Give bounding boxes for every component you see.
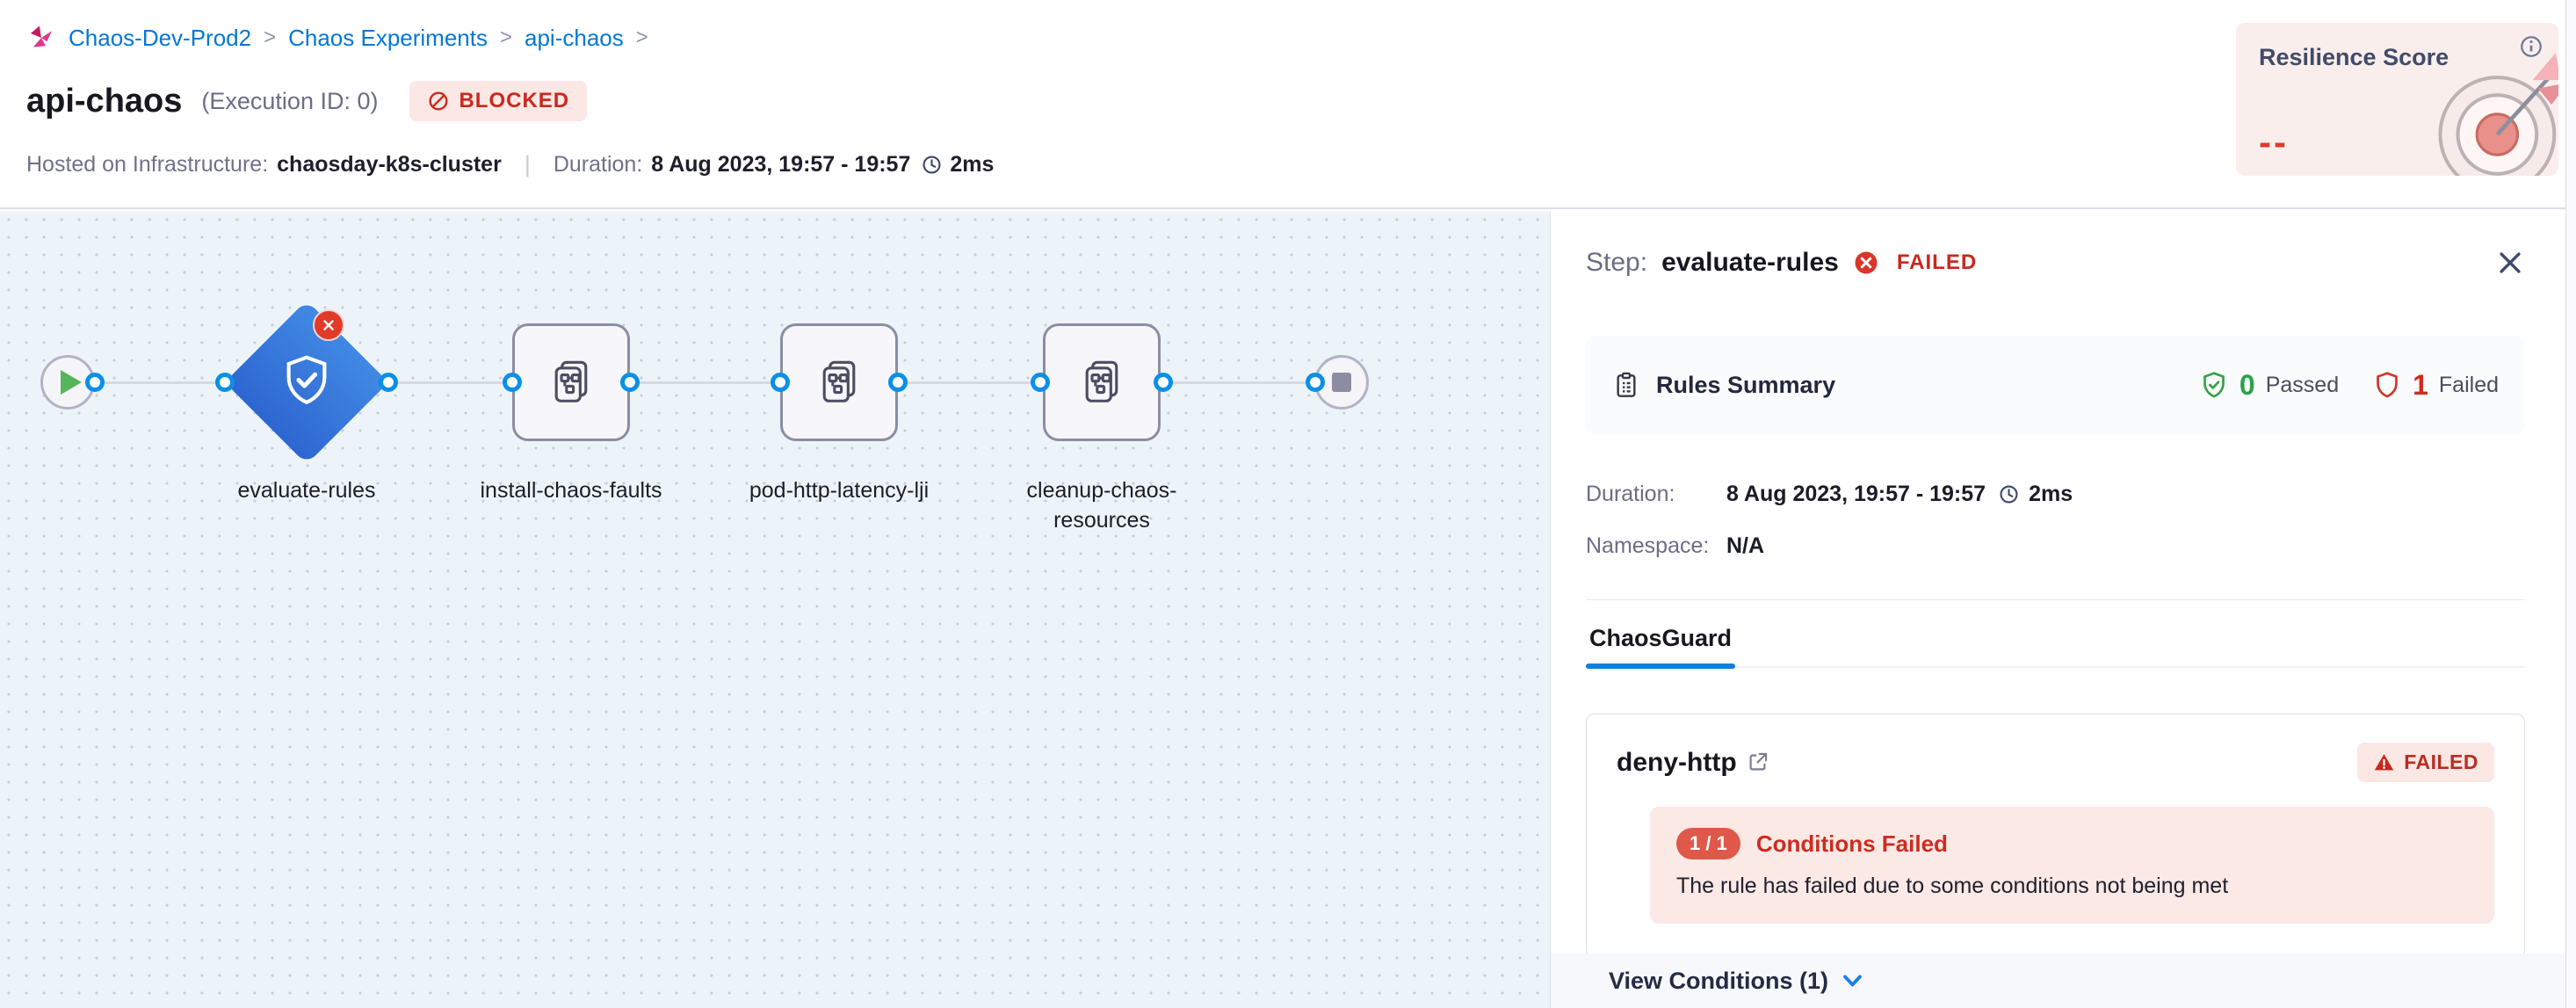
tab-chaosguard[interactable]: ChaosGuard xyxy=(1586,625,1736,669)
connector-port[interactable] xyxy=(771,373,790,392)
clock-icon xyxy=(921,154,943,176)
info-icon[interactable] xyxy=(2518,33,2544,64)
connector-port[interactable] xyxy=(215,373,235,392)
connector-port[interactable] xyxy=(379,373,398,392)
clipboard-icon xyxy=(1612,371,1640,399)
connector-port[interactable] xyxy=(620,373,640,392)
breadcrumb-experiment-link[interactable]: api-chaos xyxy=(525,24,624,51)
namespace-value: N/A xyxy=(1726,533,1765,558)
blocked-icon xyxy=(427,90,450,112)
execution-id-label: (Execution ID: 0) xyxy=(201,87,379,114)
conditions-failed-title: Conditions Failed xyxy=(1755,830,1948,857)
shield-red-icon xyxy=(2372,370,2402,400)
duration-value: 8 Aug 2023, 19:57 - 19:57 xyxy=(651,152,911,177)
shield-check-icon xyxy=(278,352,336,414)
connector-port[interactable] xyxy=(1306,373,1325,392)
external-link-icon[interactable] xyxy=(1746,751,1769,774)
resilience-score-title: Resilience Score xyxy=(2259,44,2449,70)
chaos-fault-icon xyxy=(812,353,866,412)
pipeline-node-evaluate-rules[interactable] xyxy=(224,300,389,465)
clock-icon xyxy=(1998,483,2020,505)
step-details-panel: Step: evaluate-rules FAILED xyxy=(1550,211,2567,1008)
step-label: Step: xyxy=(1586,248,1648,277)
pipeline-edge xyxy=(68,381,1342,384)
breadcrumb: Chaos-Dev-Prod2 > Chaos Experiments > ap… xyxy=(26,23,648,53)
stop-icon xyxy=(1332,373,1351,392)
step-name: evaluate-rules xyxy=(1661,248,1839,277)
play-icon xyxy=(60,370,82,395)
namespace-row: Namespace: N/A xyxy=(1586,533,2525,559)
rule-status-badge: FAILED xyxy=(2357,743,2494,782)
rules-summary-card: Rules Summary 0 Passed 1 Failed xyxy=(1586,336,2525,434)
conditions-failed-alert: 1 / 1 Conditions Failed The rule has fai… xyxy=(1650,807,2494,924)
pipeline-canvas[interactable]: evaluate-rules install-chaos-faults pod-… xyxy=(0,211,1550,1008)
duration-label: Duration: xyxy=(1586,482,1675,506)
chaosguard-rule-card: deny-http xyxy=(1586,714,2525,958)
breadcrumb-experiments-link[interactable]: Chaos Experiments xyxy=(288,24,488,51)
connector-port[interactable] xyxy=(1031,373,1050,392)
view-conditions-label: View Conditions (1) xyxy=(1609,967,1829,994)
close-icon[interactable] xyxy=(2495,248,2525,278)
status-badge-blocked: BLOCKED xyxy=(409,81,588,121)
breadcrumb-separator: > xyxy=(500,25,513,49)
target-dart-illustration xyxy=(2427,45,2558,176)
failed-count: 1 xyxy=(2413,368,2428,401)
page-header: Chaos-Dev-Prod2 > Chaos Experiments > ap… xyxy=(0,0,2576,209)
node-label: install-chaos-faults xyxy=(480,478,662,503)
warning-triangle-icon xyxy=(2373,751,2395,773)
duration-total: 2ms xyxy=(2029,482,2073,506)
breadcrumb-separator: > xyxy=(264,25,277,49)
pipeline-node-install-chaos-faults[interactable] xyxy=(512,323,630,441)
meta-divider: | xyxy=(524,151,531,178)
step-status-text: FAILED xyxy=(1896,250,1978,274)
page-title: api-chaos xyxy=(26,82,183,120)
conditions-failed-message: The rule has failed due to some conditio… xyxy=(1676,874,2229,898)
connector-port[interactable] xyxy=(503,373,522,392)
duration-value: 8 Aug 2023, 19:57 - 19:57 xyxy=(1726,482,1986,506)
breadcrumb-separator: > xyxy=(635,25,648,49)
scrollbar[interactable] xyxy=(2565,0,2576,1008)
failed-status-icon xyxy=(313,309,344,341)
panel-tab-bar: ChaosGuard xyxy=(1586,599,2525,669)
resilience-score-card: Resilience Score -- xyxy=(2236,23,2558,176)
failed-status-icon xyxy=(1853,250,1879,276)
pipeline-node-pod-http-latency[interactable] xyxy=(780,323,898,441)
passed-count: 0 xyxy=(2239,368,2255,401)
chaos-fault-icon xyxy=(1075,353,1129,412)
view-conditions-toggle[interactable]: View Conditions (1) xyxy=(1551,954,2567,1008)
chaos-fault-icon xyxy=(544,353,598,412)
duration-row: Duration: 8 Aug 2023, 19:57 - 19:57 2ms xyxy=(1586,482,2525,507)
node-label: cleanup-chaos-resources xyxy=(1026,478,1177,533)
infra-label: Hosted on Infrastructure: xyxy=(26,152,269,177)
node-label: pod-http-latency-lji xyxy=(749,478,930,503)
connector-port[interactable] xyxy=(85,373,105,392)
node-label: evaluate-rules xyxy=(237,478,376,503)
duration-label: Duration: xyxy=(553,152,643,177)
rule-name: deny-http xyxy=(1617,747,1737,777)
shield-check-green-icon xyxy=(2199,370,2229,400)
chevron-down-icon xyxy=(1841,969,1864,993)
infra-value: chaosday-k8s-cluster xyxy=(277,152,502,177)
execution-meta: Hosted on Infrastructure: chaosday-k8s-c… xyxy=(26,151,994,178)
pipeline-node-cleanup-chaos-resources[interactable] xyxy=(1043,323,1161,441)
chaos-module-icon xyxy=(26,23,56,53)
rules-summary-title: Rules Summary xyxy=(1656,371,1836,398)
step-details-header: Step: evaluate-rules FAILED xyxy=(1586,248,2525,278)
breadcrumb-project-link[interactable]: Chaos-Dev-Prod2 xyxy=(69,24,252,51)
namespace-label: Namespace: xyxy=(1586,533,1710,558)
connector-port[interactable] xyxy=(888,373,908,392)
conditions-ratio-pill: 1 / 1 xyxy=(1676,828,1740,859)
connector-port[interactable] xyxy=(1154,373,1173,392)
resilience-score-value: -- xyxy=(2259,121,2289,163)
duration-total: 2ms xyxy=(950,152,995,177)
failed-label: Failed xyxy=(2438,372,2499,397)
passed-label: Passed xyxy=(2265,372,2340,397)
